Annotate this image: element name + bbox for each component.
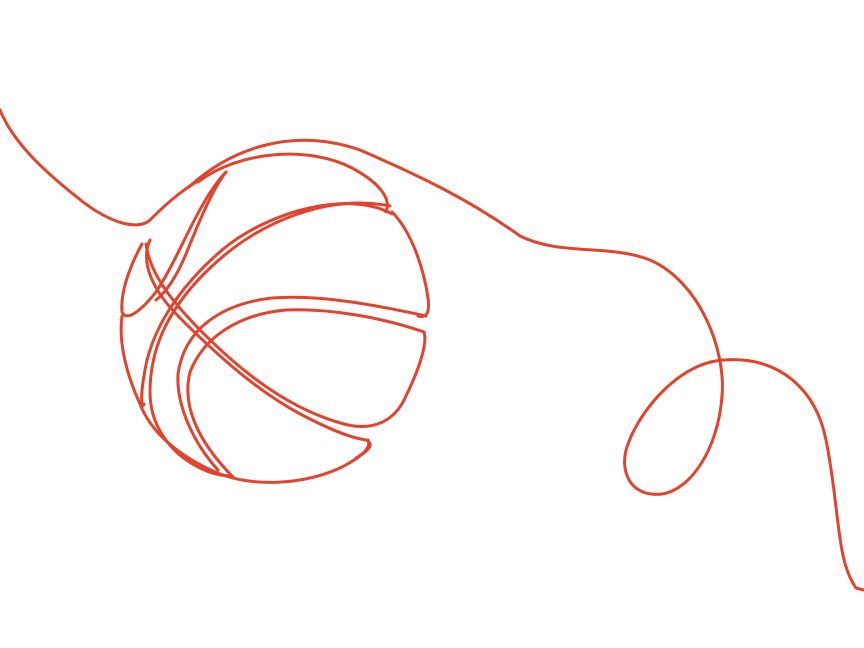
ball-right-rim — [390, 210, 430, 318]
cross-seam-lower — [145, 238, 372, 460]
basketball-strokes — [0, 108, 864, 592]
ball-left-rim — [120, 172, 226, 318]
ball-bottom-rim — [119, 314, 371, 484]
diagonal-seam-inner — [148, 201, 392, 478]
ball-outer-arc-and-right-tail — [188, 138, 864, 592]
left-tail-line — [0, 108, 202, 227]
cross-seam-upper — [144, 242, 427, 428]
horizontal-seam-inner — [186, 308, 426, 480]
top-seam-outer — [196, 152, 389, 214]
horizontal-seam-outer — [176, 295, 428, 472]
